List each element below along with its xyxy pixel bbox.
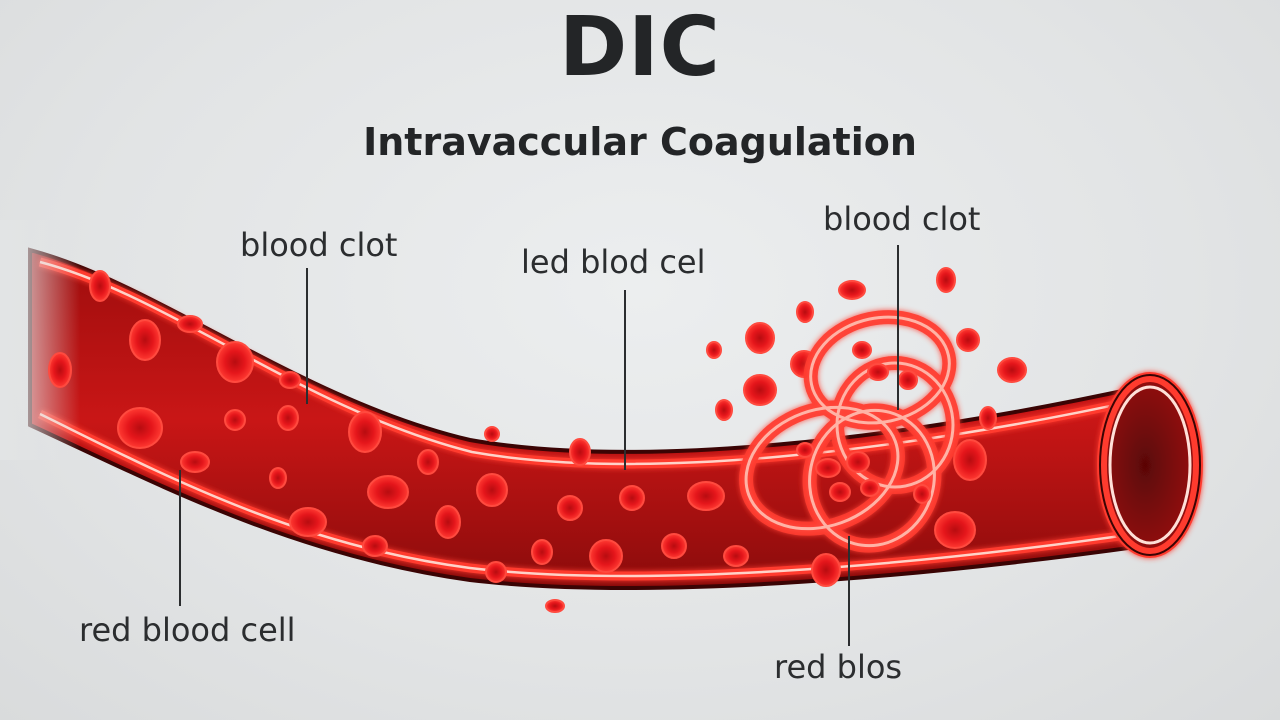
label-red-blos: red blos — [774, 648, 903, 686]
red-blood-cell — [89, 270, 111, 302]
vessel-opening — [1097, 372, 1203, 558]
red-blood-cell — [745, 322, 775, 354]
red-blood-cell — [898, 370, 918, 390]
red-blood-cell — [485, 561, 507, 583]
red-blood-cell — [979, 406, 997, 430]
red-blood-cell — [484, 426, 500, 442]
red-blood-cell — [796, 442, 814, 458]
red-blood-cell — [216, 341, 254, 383]
red-blood-cell — [867, 363, 889, 381]
label-blood-clot-right: blood clot — [823, 200, 981, 238]
diagram-title: DIC — [559, 0, 721, 95]
label-blood-clot-left: blood clot — [240, 226, 398, 264]
vessel-left-fade — [0, 220, 80, 460]
red-blood-cell — [531, 539, 553, 565]
red-blood-cell — [269, 467, 287, 489]
red-blood-cell — [129, 319, 161, 361]
red-blood-cell — [661, 533, 687, 559]
red-blood-cell — [815, 458, 841, 478]
red-blood-cell — [362, 535, 388, 557]
red-blood-cell — [545, 599, 565, 613]
red-blood-cell — [557, 495, 583, 521]
red-blood-cell — [956, 328, 980, 352]
red-blood-cell — [180, 451, 210, 473]
red-blood-cell — [913, 484, 931, 504]
red-blood-cells — [48, 270, 997, 587]
red-blood-cell — [367, 475, 409, 509]
red-blood-cell — [224, 409, 246, 431]
red-blood-cell — [852, 341, 872, 359]
leader-lines — [179, 245, 899, 646]
red-blood-cell — [417, 449, 439, 475]
label-red-blood-cell-middle: led blod cel — [521, 243, 706, 281]
red-blood-cell — [279, 371, 301, 389]
red-blood-cell — [796, 301, 814, 323]
red-blood-cell — [811, 553, 841, 587]
red-blood-cell — [934, 511, 976, 549]
red-blood-cell — [569, 438, 591, 466]
red-blood-cell — [435, 505, 461, 539]
red-blood-cell — [476, 473, 508, 507]
red-blood-cell — [687, 481, 725, 511]
blood-clot — [739, 310, 960, 553]
label-red-blood-cell-bottom: red blood cell — [79, 611, 296, 649]
diagram-subtitle: Intravaccular Coagulation — [363, 120, 917, 164]
red-blood-cell — [743, 374, 777, 406]
red-blood-cell — [619, 485, 645, 511]
red-blood-cell — [706, 341, 722, 359]
clot-trapped-cells — [796, 341, 931, 504]
red-blood-cell — [936, 267, 956, 293]
red-blood-cell — [997, 357, 1027, 383]
red-blood-cell — [277, 405, 299, 431]
red-blood-cell — [838, 280, 866, 300]
red-blood-cell — [953, 439, 987, 481]
red-blood-cell — [589, 539, 623, 573]
red-blood-cell — [723, 545, 749, 567]
red-blood-cell — [860, 479, 880, 497]
red-blood-cell — [829, 482, 851, 502]
red-blood-cell — [348, 411, 382, 453]
red-blood-cell — [289, 507, 327, 537]
red-blood-cell — [117, 407, 163, 449]
red-blood-cell — [715, 399, 733, 421]
red-blood-cell — [48, 352, 72, 388]
scattered-red-blood-cells — [545, 267, 1027, 613]
red-blood-cell — [846, 451, 870, 473]
red-blood-cell — [177, 315, 203, 333]
